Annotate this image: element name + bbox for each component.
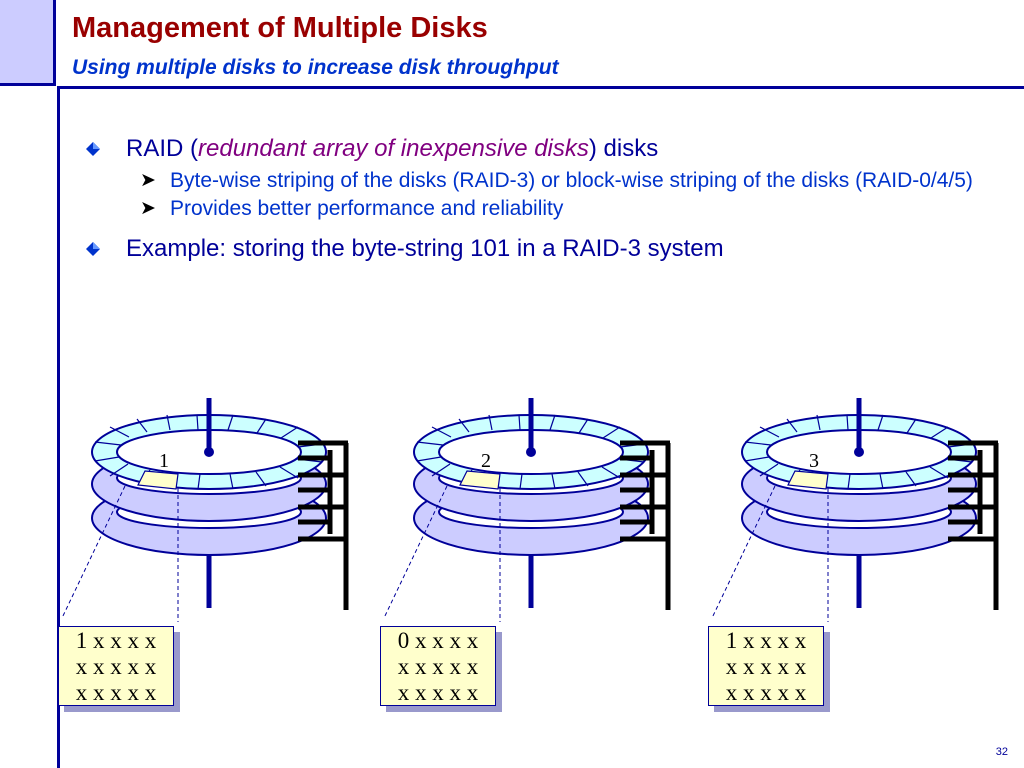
block-line: 1 x x x x bbox=[75, 628, 157, 653]
block-line: x x x x x bbox=[397, 654, 479, 679]
sub-bullet-performance: ➤ Provides better performance and reliab… bbox=[86, 196, 986, 222]
disk-label-1: 1 bbox=[159, 450, 169, 472]
block-line: 1 x x x x bbox=[725, 628, 807, 653]
sub-bullet-performance-text: Provides better performance and reliabil… bbox=[170, 197, 564, 220]
bullet-example: Example: storing the byte-string 101 in … bbox=[86, 234, 986, 264]
block-line: x x x x x bbox=[725, 680, 807, 705]
corner-decoration bbox=[0, 0, 56, 86]
data-block-3: 1 x x x x x x x x x x x x x x bbox=[708, 626, 824, 706]
arrowhead-bullet-icon: ➤ bbox=[140, 170, 156, 191]
block-line: x x x x x bbox=[75, 654, 157, 679]
bullet-list: RAID (redundant array of inexpensive dis… bbox=[86, 134, 986, 268]
disk-label-3: 3 bbox=[809, 450, 819, 472]
header-rule bbox=[57, 86, 1024, 89]
left-rule bbox=[57, 86, 60, 768]
sub-bullet-striping: ➤ Byte-wise striping of the disks (RAID-… bbox=[86, 168, 986, 194]
block-line: 0 x x x x bbox=[397, 628, 479, 653]
block-line: x x x x x bbox=[397, 680, 479, 705]
data-block-1: 1 x x x x x x x x x x x x x x bbox=[58, 626, 174, 706]
bullet-raid: RAID (redundant array of inexpensive dis… bbox=[86, 134, 986, 164]
arrowhead-bullet-icon: ➤ bbox=[140, 198, 156, 219]
bullet-diamond-icon bbox=[86, 142, 100, 156]
bullet-diamond-icon bbox=[86, 242, 100, 256]
disk-unit-2: 2 bbox=[384, 398, 670, 622]
slide-subtitle: Using multiple disks to increase disk th… bbox=[72, 56, 559, 79]
slide-title: Management of Multiple Disks bbox=[72, 12, 488, 44]
sub-bullet-striping-text: Byte-wise striping of the disks (RAID-3)… bbox=[170, 169, 973, 192]
block-line: x x x x x bbox=[725, 654, 807, 679]
disk-unit-3: 3 bbox=[712, 398, 998, 622]
page-number: 32 bbox=[995, 746, 1008, 758]
bullet-example-text: Example: storing the byte-string 101 in … bbox=[126, 235, 724, 262]
disk-label-2: 2 bbox=[481, 450, 491, 472]
block-line: x x x x x bbox=[75, 680, 157, 705]
data-block-2: 0 x x x x x x x x x x x x x x bbox=[380, 626, 496, 706]
disk-unit-1: 1 bbox=[62, 398, 348, 622]
bullet-raid-post: ) disks bbox=[588, 135, 659, 162]
bullet-raid-italic: redundant array of inexpensive disks bbox=[198, 135, 589, 162]
bullet-raid-pre: RAID ( bbox=[126, 135, 198, 162]
